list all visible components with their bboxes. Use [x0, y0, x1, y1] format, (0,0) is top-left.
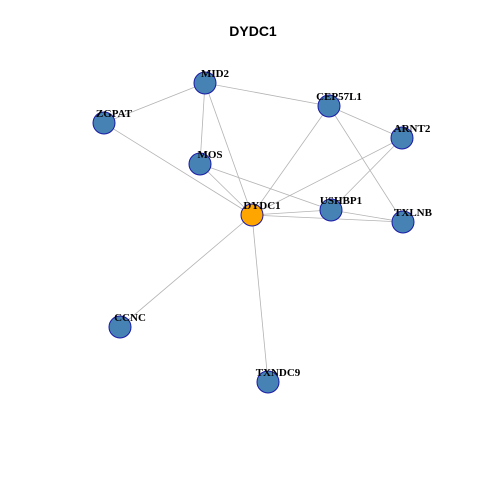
edge-cep57l1-dydc1 — [251, 105, 330, 216]
diagram-title: DYDC1 — [229, 23, 277, 39]
node-label-zgpat: ZGPAT — [96, 108, 133, 120]
node-mos[interactable] — [188, 152, 212, 176]
node-txlnb[interactable] — [391, 210, 415, 234]
edge-mid2-cep57l1 — [204, 82, 330, 107]
edge-mos-dydc1 — [199, 163, 253, 216]
edge-mid2-dydc1 — [204, 82, 253, 216]
node-label-ccnc: CCNC — [114, 312, 146, 324]
edge-arnt2-ushbp1 — [330, 137, 403, 211]
node-zgpat[interactable] — [92, 111, 116, 135]
node-cep57l1[interactable] — [317, 94, 341, 118]
node-label-txlnb: TXLNB — [394, 207, 433, 219]
node-label-mos: MOS — [197, 149, 222, 161]
edge-dydc1-ushbp1 — [251, 209, 332, 216]
node-dydc1[interactable] — [240, 203, 264, 227]
edge-mos-ushbp1 — [199, 163, 332, 211]
edge-dydc1-txndc9 — [251, 214, 269, 383]
node-label-arnt2: ARNT2 — [394, 123, 431, 135]
nodes-layer — [92, 71, 415, 394]
node-txndc9[interactable] — [256, 370, 280, 394]
edge-dydc1-ccnc — [119, 214, 253, 328]
edges-layer — [103, 82, 404, 383]
edge-cep57l1-arnt2 — [328, 105, 403, 139]
node-label-dydc1: DYDC1 — [243, 200, 280, 212]
node-label-mid2: MID2 — [201, 68, 230, 80]
node-arnt2[interactable] — [390, 126, 414, 150]
node-ushbp1[interactable] — [319, 198, 343, 222]
edge-cep57l1-txlnb — [328, 105, 404, 223]
node-label-ushbp1: USHBP1 — [320, 195, 362, 207]
edge-arnt2-dydc1 — [251, 137, 403, 216]
node-label-txndc9: TXNDC9 — [256, 367, 301, 379]
node-ccnc[interactable] — [108, 315, 132, 339]
edge-zgpat-dydc1 — [103, 122, 253, 216]
node-mid2[interactable] — [193, 71, 217, 95]
edge-ushbp1-txlnb — [330, 209, 404, 223]
node-label-cep57l1: CEP57L1 — [316, 91, 362, 103]
edge-mid2-zgpat — [103, 82, 206, 124]
edge-mid2-mos — [199, 82, 206, 165]
